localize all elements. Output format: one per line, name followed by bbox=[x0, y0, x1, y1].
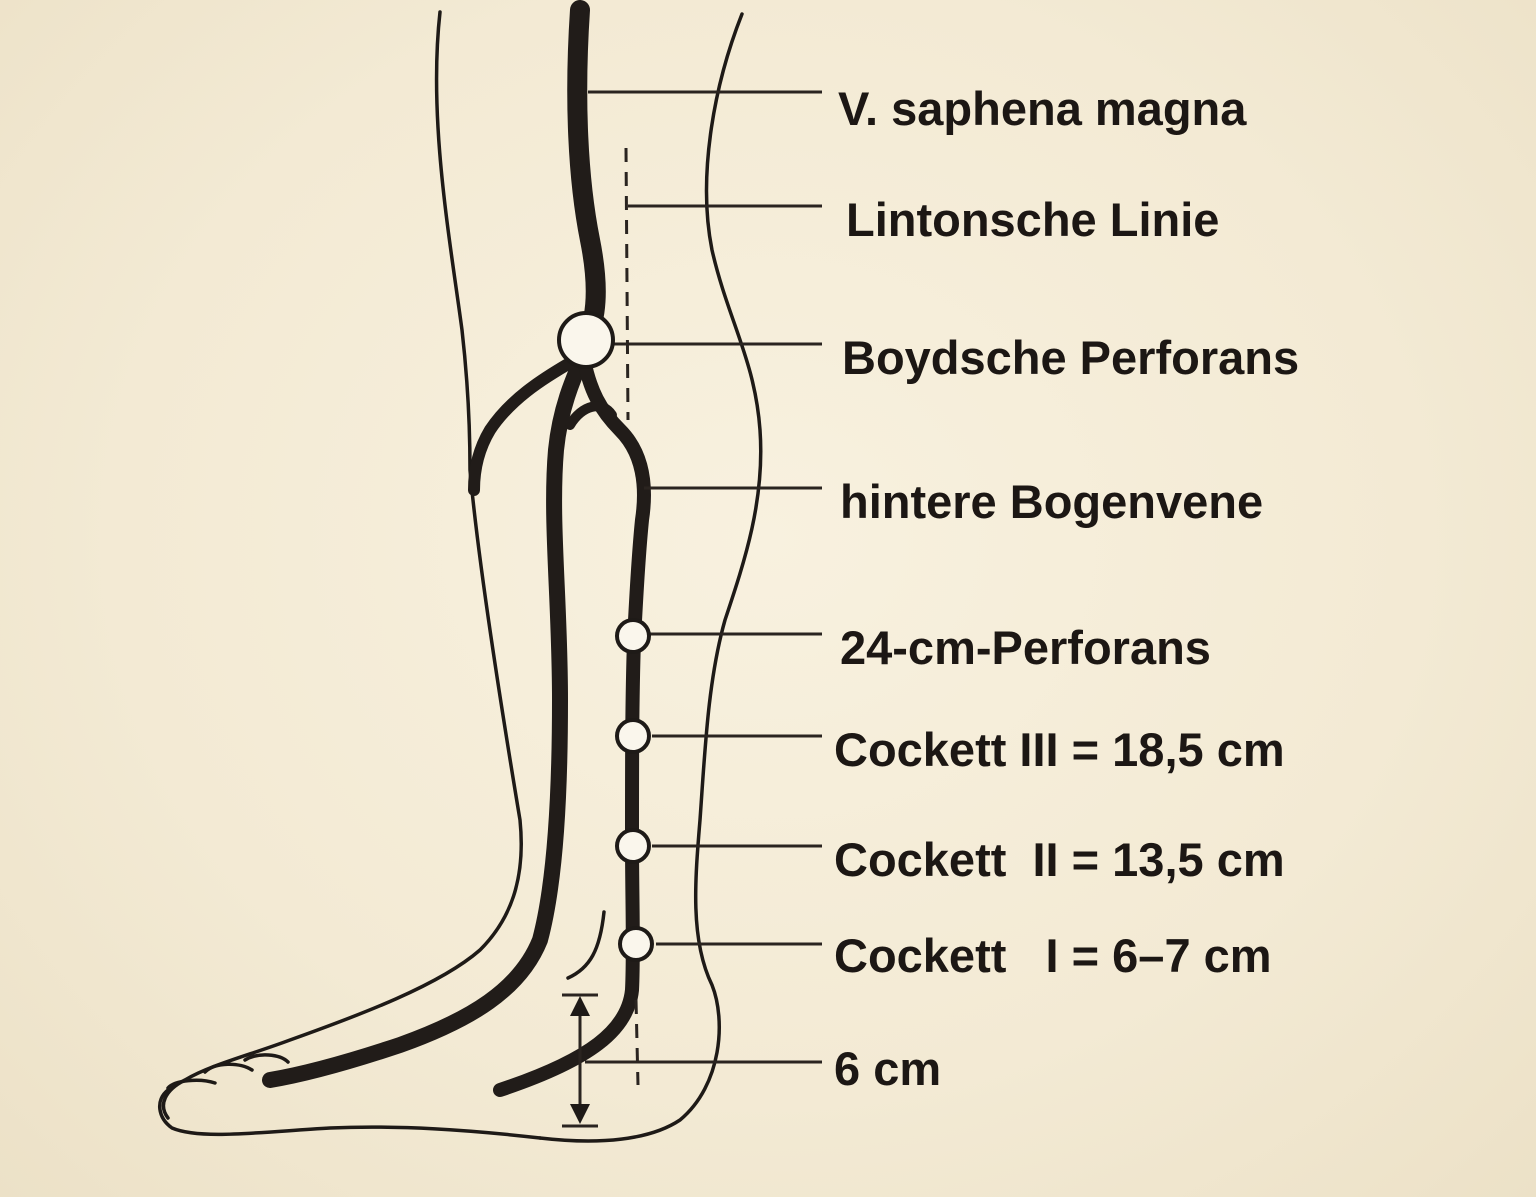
toe-outline-2 bbox=[203, 1062, 254, 1074]
label-cockett-2: Cockett II = 13,5 cm bbox=[834, 833, 1285, 886]
leg-front-outline bbox=[161, 10, 523, 1120]
leg-back-outline bbox=[538, 12, 763, 1143]
malleolus-contour bbox=[566, 910, 606, 980]
label-cockett-3: Cockett III = 18,5 cm bbox=[834, 723, 1285, 776]
perforator-24cm-marker bbox=[615, 618, 651, 654]
arch-vein-hook bbox=[565, 401, 617, 430]
linton-line-lower bbox=[634, 999, 640, 1086]
label-boyd: Boydsche Perforans bbox=[842, 331, 1299, 384]
cockett-1-marker bbox=[618, 926, 654, 962]
cockett-3-marker bbox=[615, 718, 651, 754]
saphena-magna-lower bbox=[262, 342, 594, 1088]
linton-line bbox=[624, 147, 630, 421]
foot-sole-outline bbox=[158, 1088, 542, 1140]
saphena-magna-vein bbox=[567, 0, 606, 350]
label-arch-vein: hintere Bogenvene bbox=[840, 475, 1263, 528]
cockett-2-marker bbox=[615, 828, 651, 864]
label-saphena-magna: V. saphena magna bbox=[838, 82, 1247, 135]
label-linton-line: Lintonsche Linie bbox=[846, 193, 1219, 246]
label-cockett-1: Cockett I = 6–7 cm bbox=[834, 929, 1272, 982]
distance-arrow-head-bottom bbox=[570, 1104, 590, 1124]
toe-outline-3 bbox=[243, 1053, 290, 1064]
anterior-branch-vein bbox=[468, 354, 581, 496]
label-6cm: 6 cm bbox=[834, 1042, 941, 1095]
toe-outline-1 bbox=[166, 1078, 217, 1090]
distance-arrow-head-top bbox=[570, 996, 590, 1016]
label-24cm: 24-cm-Perforans bbox=[840, 621, 1211, 674]
posterior-arch-vein bbox=[493, 353, 651, 1097]
boyd-perforator-marker bbox=[557, 311, 615, 369]
